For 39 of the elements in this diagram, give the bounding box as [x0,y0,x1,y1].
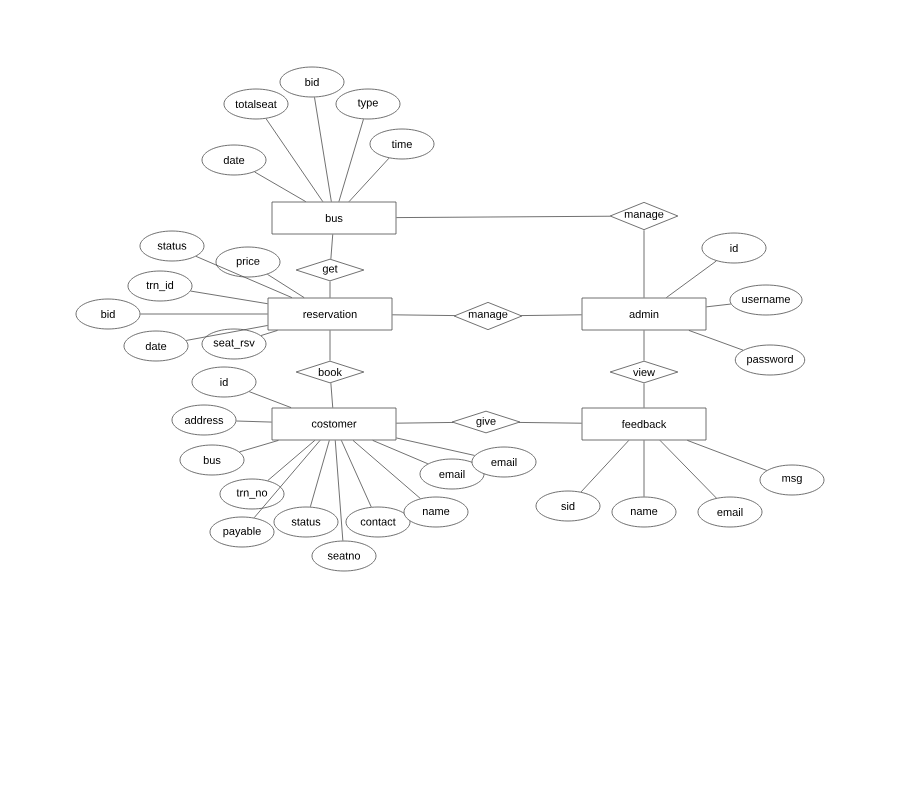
connector-line [348,157,390,202]
connector-line [330,382,334,408]
connector-line [665,260,717,298]
connector-line [520,314,582,316]
connector-line [392,314,456,316]
connector-line [195,255,293,298]
connector-line [329,330,331,361]
connector-line [329,281,331,298]
connector-line [396,437,476,456]
connector-line [340,440,372,508]
connector-line [235,420,272,423]
connector-line [518,422,582,424]
connector-line [580,440,630,493]
connector-line [396,422,454,424]
connector-line [643,330,645,361]
connector-line [267,273,305,298]
connector-line [643,229,645,298]
connector-line [239,440,279,453]
connector-line [314,96,332,202]
connector-line [267,440,316,481]
connector-line [659,440,717,499]
connector-line [686,440,768,471]
connector-line [688,330,744,351]
connector-line [338,118,364,202]
connector-line [248,391,292,408]
connector-line [253,440,321,519]
connector-line [706,303,732,308]
connector-line [330,234,334,260]
connector-line [260,330,278,336]
connector-line [185,325,268,341]
connector-line [396,215,611,218]
connector-line [309,440,330,508]
connector-line [190,290,268,305]
connector-line [643,383,645,408]
connector-line [372,440,429,465]
connector-line [254,171,307,202]
connector-line [352,440,421,499]
connector-line [265,118,324,202]
connector-line [643,440,645,497]
